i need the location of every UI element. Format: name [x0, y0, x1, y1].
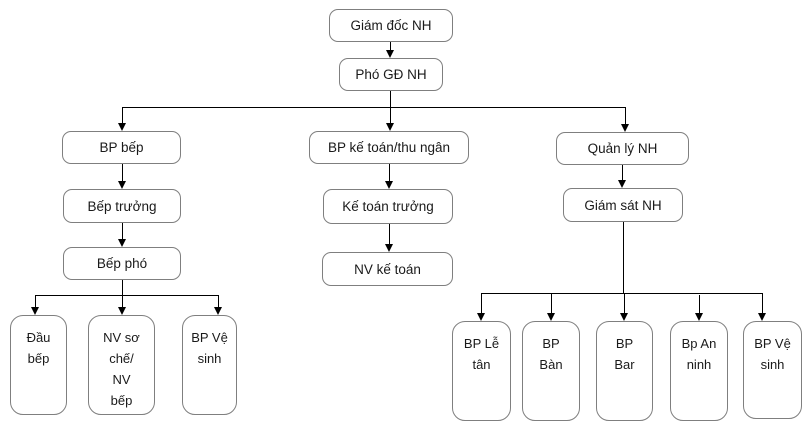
arrow-down-icon — [118, 123, 126, 131]
node-giam-sat-nh: Giám sát NH — [563, 188, 683, 222]
node-giam-doc-nh: Giám đốc NH — [329, 9, 453, 42]
node-bp-le-tan: BP Lễ tân — [452, 321, 511, 421]
connector-line — [35, 295, 36, 308]
arrow-down-icon — [385, 181, 393, 189]
arrow-down-icon — [386, 123, 394, 131]
node-label: Phó GĐ NH — [355, 67, 427, 82]
node-label: Bếp phó — [96, 256, 148, 271]
connector-line — [481, 293, 763, 294]
node-bp-ve-sinh-bep: BP Vệ sinh — [182, 315, 237, 415]
arrow-down-icon — [118, 181, 126, 189]
connector-line — [122, 164, 123, 182]
connector-line — [218, 295, 219, 308]
node-label: Bp An ninh — [681, 336, 717, 372]
node-label: BP Bàn — [539, 336, 563, 372]
connector-line — [622, 165, 623, 181]
node-label: BP bếp — [99, 140, 144, 155]
arrow-down-icon — [618, 180, 626, 188]
arrow-down-icon — [214, 307, 222, 315]
arrow-down-icon — [31, 307, 39, 315]
node-label: Bếp trưởng — [87, 198, 157, 214]
arrow-down-icon — [118, 239, 126, 247]
connector-line — [481, 293, 482, 314]
arrow-down-icon — [118, 307, 126, 315]
node-label: Giám đốc NH — [350, 18, 432, 33]
node-label: BP kế toán/thu ngân — [327, 140, 451, 155]
arrow-down-icon — [621, 124, 629, 132]
connector-line — [623, 222, 624, 293]
node-nv-ke-toan: NV kế toán — [322, 252, 453, 286]
connector-line — [389, 224, 390, 245]
node-bp-ban: BP Bàn — [522, 321, 580, 421]
connector-line — [122, 107, 123, 124]
node-label: BP Vệ sinh — [191, 330, 228, 366]
node-label: Quản lý NH — [587, 141, 658, 156]
node-bp-bar: BP Bar — [596, 321, 653, 421]
connector-line — [389, 164, 390, 182]
node-bp-an-ninh: Bp An ninh — [670, 321, 728, 421]
node-label: BP Vệ sinh — [754, 336, 791, 372]
node-label: NV kế toán — [354, 261, 421, 277]
connector-line — [699, 295, 700, 314]
node-label: Giám sát NH — [584, 197, 662, 213]
arrow-down-icon — [547, 313, 555, 321]
connector-line — [390, 107, 391, 124]
connector-line — [122, 280, 123, 295]
arrow-down-icon — [386, 50, 394, 58]
node-quan-ly-nh: Quản lý NH — [556, 132, 689, 165]
node-pho-gd-nh: Phó GĐ NH — [339, 58, 443, 91]
connector-line — [35, 295, 219, 296]
connector-line — [551, 293, 552, 314]
arrow-down-icon — [477, 313, 485, 321]
node-label: Đầu bếp — [26, 330, 51, 366]
node-nv-so-che-nv-bep: NV sơ chế/ NV bếp — [88, 315, 155, 415]
node-ke-toan-truong: Kế toán trưởng — [323, 189, 453, 224]
connector-line — [624, 293, 625, 314]
node-dau-bep: Đầu bếp — [10, 315, 67, 415]
arrow-down-icon — [695, 313, 703, 321]
arrow-down-icon — [758, 313, 766, 321]
node-label: NV sơ chế/ NV bếp — [103, 330, 140, 408]
node-bep-pho: Bếp phó — [63, 247, 181, 280]
connector-line — [625, 107, 626, 125]
connector-line — [762, 293, 763, 314]
node-bep-truong: Bếp trưởng — [63, 189, 181, 223]
connector-line — [122, 107, 626, 108]
connector-line — [122, 223, 123, 240]
node-label: Kế toán trưởng — [342, 199, 434, 214]
connector-line — [390, 91, 391, 107]
node-bp-bep: BP bếp — [62, 131, 181, 164]
node-bp-ve-sinh-nh: BP Vệ sinh — [743, 321, 802, 419]
node-label: BP Bar — [614, 336, 635, 372]
arrow-down-icon — [620, 313, 628, 321]
connector-line — [122, 295, 123, 308]
node-label: BP Lễ tân — [463, 336, 500, 372]
connector-line — [390, 42, 391, 51]
arrow-down-icon — [385, 244, 393, 252]
node-bp-ke-toan-thu-ngan: BP kế toán/thu ngân — [309, 131, 469, 164]
